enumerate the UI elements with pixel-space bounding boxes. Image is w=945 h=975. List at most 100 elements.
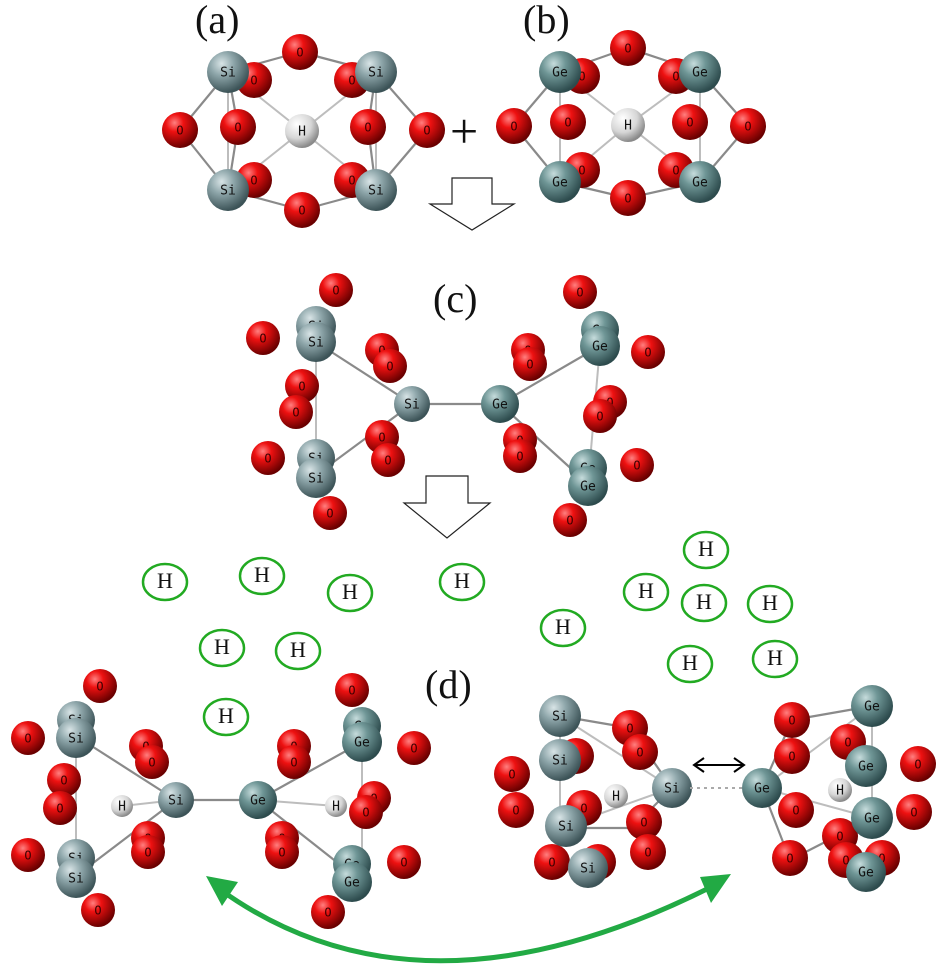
svg-text:O: O [836,830,843,844]
hydrogen-ring-label: H [198,628,246,668]
oxygen-atom: O [409,112,445,148]
svg-text:Si: Si [308,336,324,351]
oxygen-atom: O [284,192,320,228]
svg-text:O: O [298,204,305,218]
svg-text:H: H [118,800,126,815]
svg-text:Ge: Ge [250,794,266,809]
svg-text:O: O [914,758,921,772]
hydrogen-ring-label: H [622,572,670,612]
svg-text:O: O [234,121,241,135]
svg-text:Si: Si [220,66,236,81]
hydrogen-ring-label: H [751,639,799,679]
svg-text:O: O [348,74,355,88]
svg-text:O: O [596,410,603,424]
svg-text:O: O [96,680,103,694]
svg-text:O: O [144,846,151,860]
svg-text:H: H [682,650,698,675]
oxygen-atom: O [162,112,198,148]
svg-text:O: O [326,507,333,521]
svg-text:Si: Si [368,184,384,199]
svg-text:O: O [516,450,523,464]
oxygen-atom: O [534,844,570,880]
oxygen-atom: O [135,745,169,779]
oxygen-atom: O [246,321,280,355]
hydrogen-ring-label: H [141,562,189,602]
svg-text:Si: Si [68,872,84,887]
svg-text:O: O [640,816,647,830]
plus-sign: + [450,103,478,159]
svg-text:O: O [744,120,751,134]
germanium-atom: Ge [845,745,887,787]
svg-text:Ge: Ge [552,176,568,191]
svg-text:O: O [378,344,385,358]
svg-text:O: O [564,116,571,130]
oxygen-atom: O [513,347,547,381]
oxygen-atom: O [503,439,537,473]
oxygen-atom: O [630,834,666,870]
reaction-arrow-down-2 [402,475,492,539]
germanium-atom: Ge [332,862,372,902]
svg-text:O: O [576,286,583,300]
oxygen-atom: O [11,721,45,755]
oxygen-atom: O [11,838,45,872]
svg-text:Si: Si [68,732,84,747]
oxygen-atom: O [319,273,353,307]
svg-text:O: O [526,358,533,372]
svg-text:H: H [698,536,714,561]
svg-text:Ge: Ge [492,398,508,413]
hydrogen-atom: H [604,784,628,808]
germanium-atom: Ge [742,768,782,808]
silicon-atom: Si [539,695,581,737]
svg-text:O: O [259,332,266,346]
germanium-atom: Ge [846,852,886,892]
oxygen-atom: O [83,669,117,703]
oxygen-atom: O [81,893,115,927]
label-b: (b) [523,0,570,42]
oxygen-atom: O [622,734,658,770]
svg-text:Si: Si [580,862,596,877]
germanium-atom: Ge [539,161,581,203]
svg-text:H: H [157,568,173,593]
svg-text:O: O [362,806,369,820]
oxygen-atom: O [43,791,77,825]
svg-text:O: O [566,514,573,528]
silicon-atom: Si [296,458,336,498]
germanium-atom: Ge [580,326,620,366]
oxygen-atom: O [626,804,662,840]
oxygen-atom: O [265,835,299,869]
bond [559,715,673,789]
oxygen-atom: O [335,673,369,707]
svg-text:O: O [24,732,31,746]
svg-text:O: O [844,736,851,750]
oxygen-atom: O [496,108,532,144]
silicon-atom: Si [539,739,581,781]
svg-text:O: O [296,46,303,60]
oxygen-atom: O [550,104,586,140]
oxygen-atom: O [583,399,617,433]
svg-text:O: O [384,454,391,468]
svg-text:O: O [672,164,679,178]
svg-text:H: H [298,125,306,140]
silicon-atom: Si [355,169,397,211]
svg-text:O: O [364,121,371,135]
oxygen-atom: O [610,180,646,216]
svg-text:O: O [386,360,393,374]
svg-text:O: O [60,774,67,788]
silicon-atom: Si [652,768,692,808]
svg-text:O: O [400,856,407,870]
svg-text:O: O [332,284,339,298]
oxygen-atom: O [131,835,165,869]
svg-text:O: O [292,406,299,420]
hydrogen-ring-label: H [666,644,714,684]
bond [761,705,873,789]
svg-text:H: H [342,579,358,604]
svg-text:O: O [250,74,257,88]
oxygen-atom: O [311,895,345,929]
hydrogen-atom: H [828,778,852,802]
svg-text:O: O [842,854,849,868]
svg-text:O: O [624,42,631,56]
oxygen-atom: O [610,30,646,66]
svg-text:O: O [378,431,385,445]
svg-text:H: H [762,590,778,615]
